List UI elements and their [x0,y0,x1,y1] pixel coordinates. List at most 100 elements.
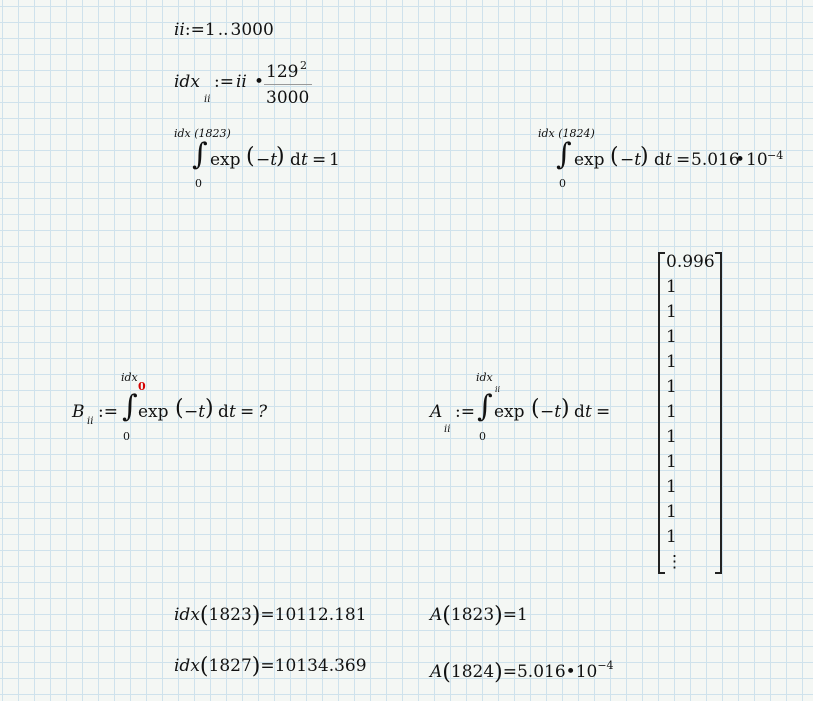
eval-result: 10134.369 [274,656,367,676]
assign-operator: := [98,402,118,422]
matrix-cell: 1 [666,327,677,347]
integrand-argument: −t [184,402,206,422]
a-lhs-subscript: ii [444,424,451,435]
multiply-dot: • [735,150,746,170]
differential-variable: t [665,150,672,170]
eval-a-1823[interactable]: A(1823)=1 [430,603,528,628]
result-base: 10 [746,150,768,170]
integral-sign: ∫ [192,137,208,172]
matrix-cell: 1 [666,352,677,372]
integral-lower-limit: 0 [559,177,566,190]
matrix-cell: 1 [666,277,677,297]
matrix-cell: 0.996 [666,252,715,272]
eval-result: 10112.181 [274,605,367,625]
range-variable: ii [174,20,185,40]
matrix-right-bracket-top [715,252,722,254]
multiply-dot: • [565,662,576,682]
equals-sign: = [260,656,275,676]
function-name: A [430,662,443,682]
integral-upper-limit: idx (1823) [174,127,231,140]
matrix-cell: 1 [666,502,677,522]
result-mantissa: 5.016 [691,150,740,170]
equals-sign: = [312,150,327,170]
open-paren: ( [442,660,451,685]
matrix-cell: 1 [666,477,677,497]
idx-definition[interactable]: idx ii := ii • 129 2 3000 [174,56,319,108]
differential-d: d [574,402,585,422]
fraction-numerator: 129 [266,62,299,82]
differential-d: d [290,150,301,170]
function-name: idx [174,656,200,676]
upper-limit-subscript: ii [495,385,501,394]
integral-upper-limit: idx [121,371,138,384]
open-paren: ( [246,144,255,169]
open-paren: ( [175,396,184,421]
matrix-cell: 1 [666,527,677,547]
close-paren: ) [494,660,503,685]
open-paren: ( [199,654,209,679]
eval-idx-1827[interactable]: idx(1827)=10134.369 [174,654,367,679]
result-exponent: −4 [597,659,614,672]
idx-lhs: idx [174,72,200,92]
fraction-denominator: 3000 [266,88,310,108]
unknown-result: ? [258,402,268,422]
matrix-right-bracket [720,252,722,574]
integral-lower-limit: 0 [479,430,486,443]
close-paren: ) [640,144,649,169]
integral-sign: ∫ [556,137,572,172]
idx-lhs-subscript: ii [204,94,211,105]
multiply-dot: • [254,72,265,92]
open-paren: ( [442,603,451,628]
assign-operator: := [184,20,205,40]
equals-sign: = [240,402,255,422]
close-paren: ) [494,603,503,628]
integral-1824-evaluation[interactable]: idx (1824) ∫ 0 exp ( −t ) d t = 5.016 • … [538,126,808,194]
error-marker[interactable]: 0 [138,380,146,393]
eval-result: 1 [516,605,528,625]
assign-operator: := [455,402,475,422]
open-paren: ( [199,603,209,628]
matrix-cell: 1 [666,302,677,322]
integrand-argument: −t [540,402,562,422]
range-definition[interactable]: ii:=1..3000 [174,20,274,40]
matrix-left-bracket [658,252,662,574]
integrand-function: exp [494,402,525,422]
b-definition[interactable]: B ii := idx 0 ∫ 0 exp ( −t ) d t = ? [72,370,282,446]
eval-idx-1823[interactable]: idx(1823)=10112.181 [174,603,367,628]
function-argument: 1824 [450,662,495,682]
close-paren: ) [251,603,261,628]
function-argument: 1823 [450,605,495,625]
matrix-cell: 1 [666,377,677,397]
differential-variable: t [229,402,236,422]
eval-a-1824[interactable]: A(1824)=5.016•10−4 [430,656,614,685]
integral-lower-limit: 0 [123,430,130,443]
close-paren: ) [276,144,285,169]
matrix-cell: 1 [666,402,677,422]
matrix-left-bracket-top [658,252,665,254]
range-start: 1 [204,20,216,40]
integral-lower-limit: 0 [195,177,202,190]
integral-1823-evaluation[interactable]: idx (1823) ∫ 0 exp ( −t ) d t = 1 [174,126,349,194]
equals-sign: = [260,605,275,625]
integrand-argument: −t [620,150,642,170]
range-end: 3000 [230,20,274,40]
integral-upper-limit: idx [476,371,493,384]
idx-factor: ii [236,72,247,92]
a-lhs: A [430,402,443,422]
integrand-function: exp [138,402,169,422]
integrand-function: exp [574,150,605,170]
integral-upper-limit: idx (1824) [538,127,595,140]
matrix-left-bracket-bottom [658,572,665,574]
function-name: A [430,605,443,625]
a-definition[interactable]: A ii := idx ii ∫ 0 exp ( −t ) d t = [430,370,620,446]
close-paren: ) [205,396,214,421]
function-name: idx [174,605,200,625]
equals-sign: = [596,402,611,422]
equals-sign: = [502,605,517,625]
close-paren: ) [561,396,570,421]
range-dots: .. [217,20,229,40]
matrix-cell: ⋮ [666,552,683,572]
integral-result: 1 [329,150,340,170]
function-argument: 1823 [208,605,252,625]
